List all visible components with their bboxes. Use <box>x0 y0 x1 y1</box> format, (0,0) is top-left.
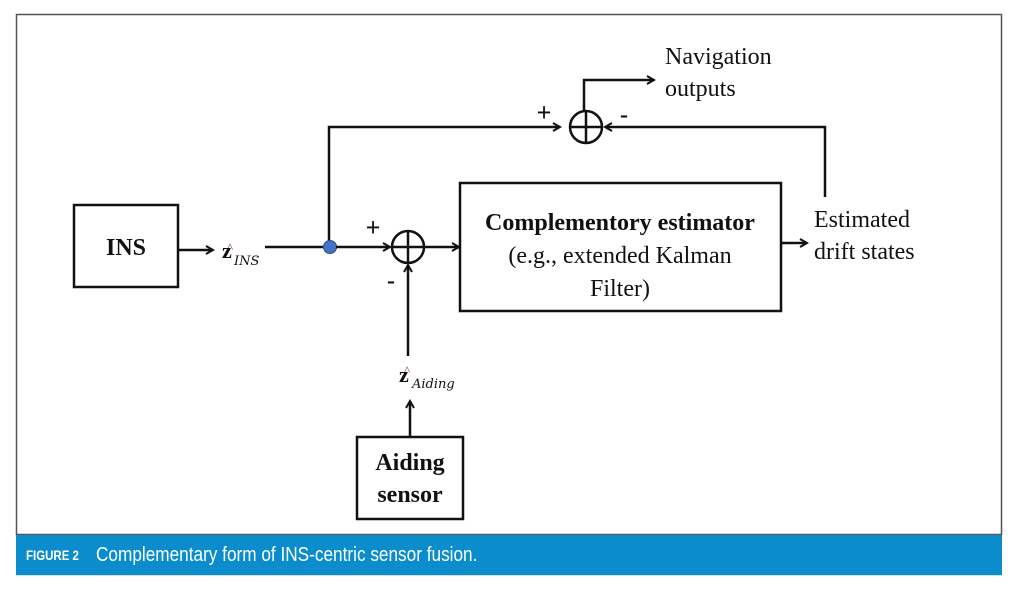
drift-feedback-path <box>605 127 827 197</box>
z-aiding-signal-label: ^ z Aiding <box>399 362 455 392</box>
estimator-title: Complementory estimator <box>485 210 755 236</box>
summing-junction-2 <box>568 109 604 145</box>
ins-label: INS <box>106 235 146 261</box>
navigation-outputs-label-line1: Navigation <box>665 44 772 70</box>
z-ins-subscript: INS <box>233 254 260 269</box>
navigation-outputs-label-line2: outputs <box>665 76 736 102</box>
aiding-sensor-block <box>355 435 465 521</box>
estimator-subtitle-line1: (e.g., extended Kalman <box>508 243 731 269</box>
z-aiding-subscript: Aiding <box>411 377 455 392</box>
sum1-plus-sign: + <box>366 213 381 242</box>
figure-caption-label: FIGURE 2 <box>26 547 79 563</box>
sum2-minus-sign: - <box>620 102 628 128</box>
ins-block <box>72 203 180 289</box>
junction-node <box>323 240 337 254</box>
z-aiding-hat: ^ <box>404 363 410 378</box>
feedforward-path <box>327 127 560 247</box>
drift-states-label-line2: drift states <box>814 239 915 265</box>
z-aiding-base: z <box>399 362 409 387</box>
z-ins-hat: ^ <box>227 240 233 255</box>
figure-caption-bar: FIGURE 2 Complementary form of INS-centr… <box>16 535 1002 576</box>
figure-caption-text: Complementary form of INS-centric sensor… <box>96 543 478 566</box>
navigation-output-arrow <box>582 80 654 111</box>
z-ins-base: z <box>222 238 232 263</box>
aiding-sensor-label-line1: Aiding <box>375 450 444 476</box>
estimator-subtitle-line2: Filter) <box>590 276 650 302</box>
summing-junction-1 <box>390 229 426 265</box>
aiding-sensor-label-line2: sensor <box>377 482 443 508</box>
estimator-block <box>458 181 783 313</box>
drift-states-label-line1: Estimated <box>814 207 910 233</box>
z-ins-signal-label: ^ z INS <box>222 238 260 269</box>
sum1-minus-sign: - <box>387 268 395 294</box>
sum2-plus-sign: + <box>537 98 552 127</box>
